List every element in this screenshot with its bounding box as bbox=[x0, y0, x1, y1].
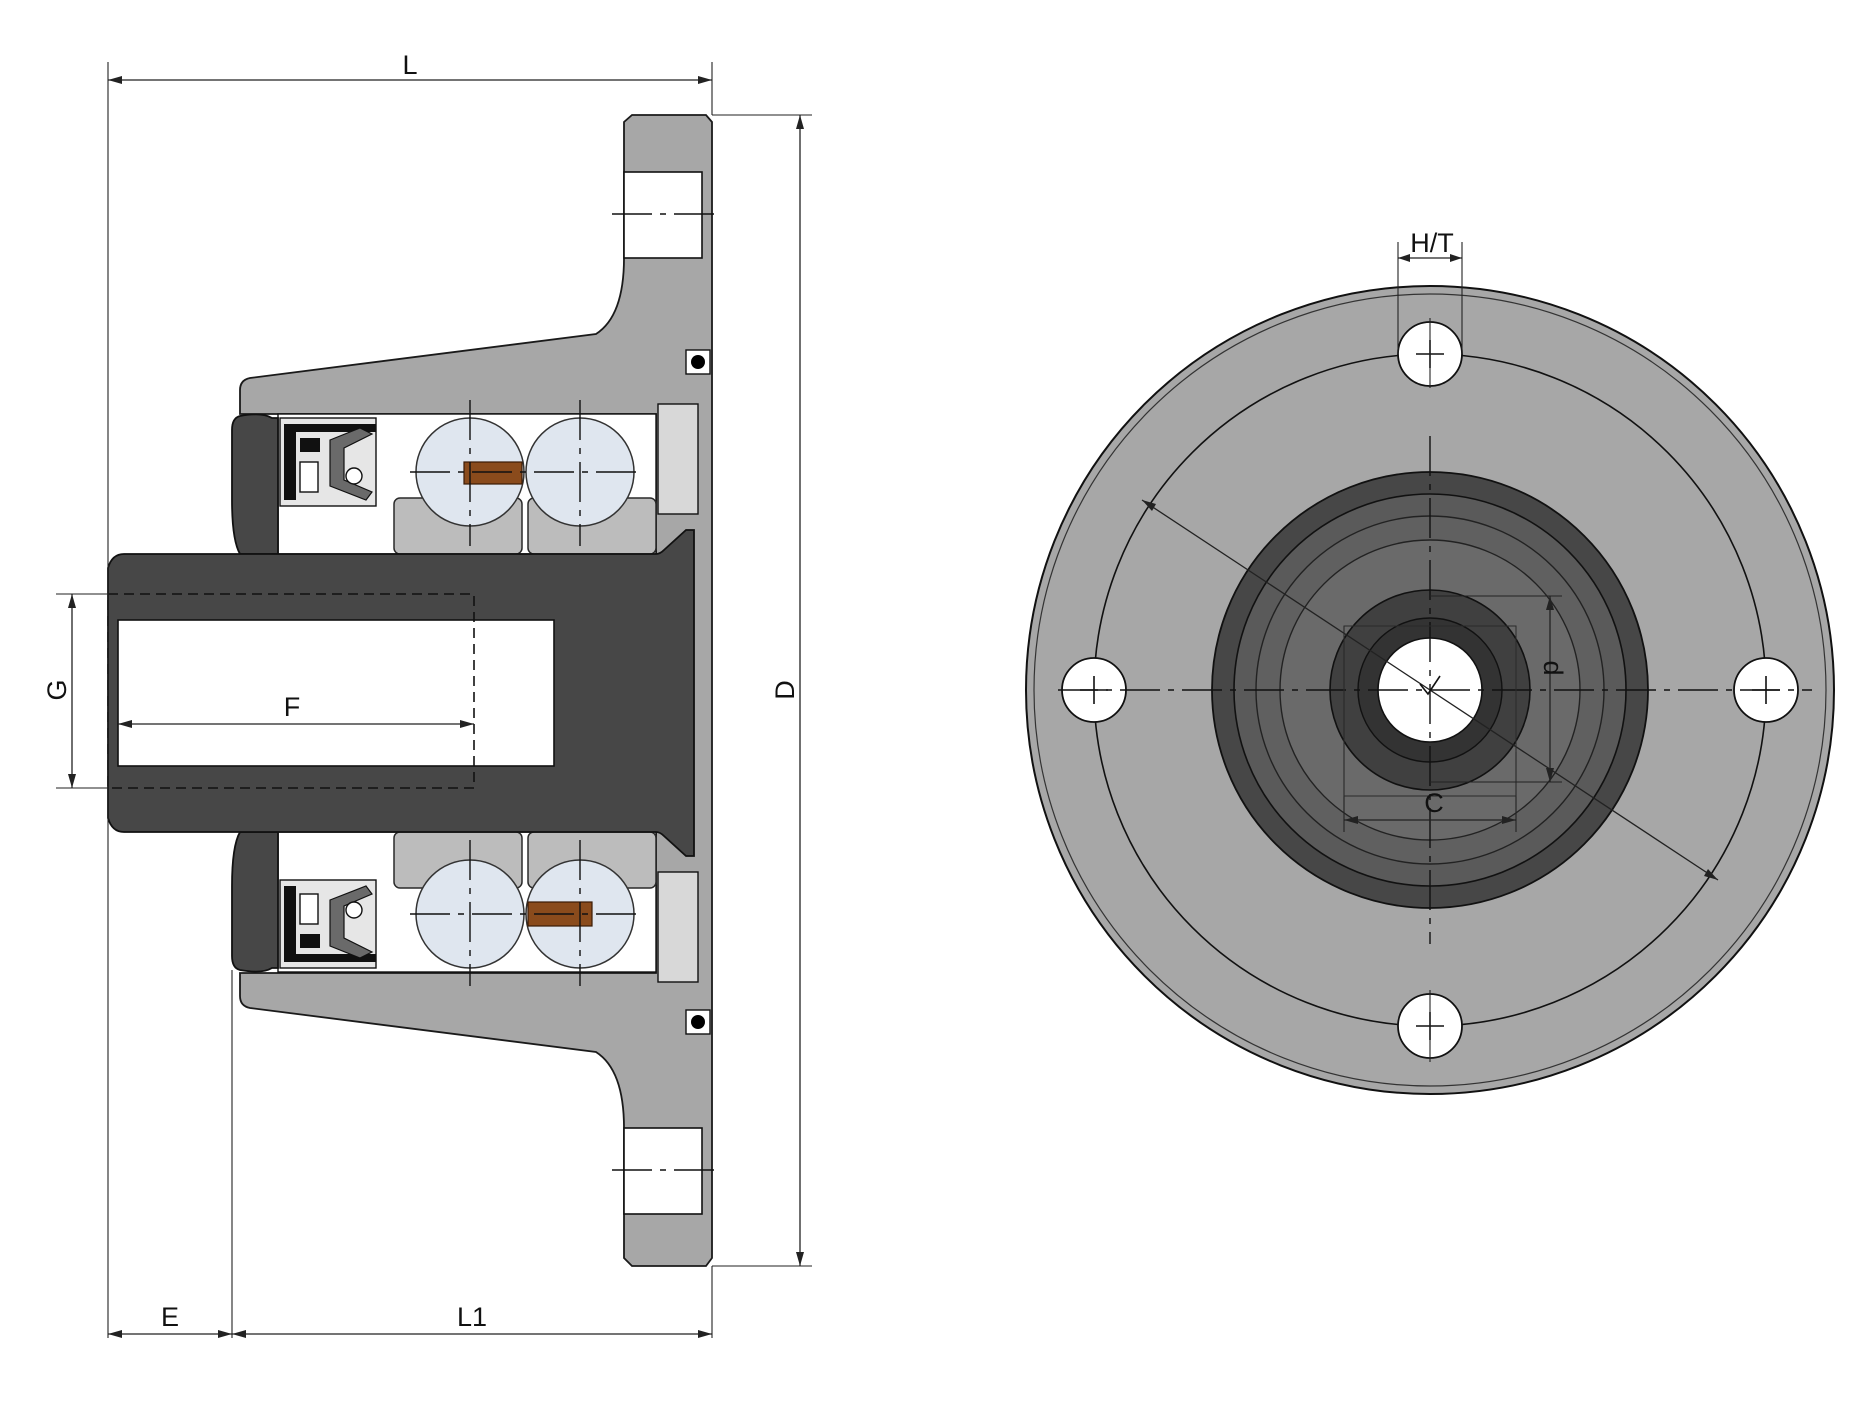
dimension-L1: L1 bbox=[232, 1302, 712, 1338]
bearing-upper bbox=[393, 400, 657, 555]
flange-bolt-hole-lower bbox=[623, 1127, 703, 1215]
front-view: C d H/T bbox=[1025, 228, 1835, 1095]
seal-upper bbox=[279, 417, 377, 507]
dimension-G: G bbox=[42, 594, 76, 788]
side-section-view: L D G F E L1 bbox=[42, 50, 812, 1338]
svg-text:G: G bbox=[42, 679, 72, 700]
svg-text:L1: L1 bbox=[457, 1302, 487, 1332]
snap-ring-upper bbox=[657, 403, 699, 515]
dimension-HT: H/T bbox=[1397, 228, 1463, 354]
housing-body bbox=[239, 114, 713, 1267]
threaded-bore bbox=[117, 619, 555, 767]
flange-edge-chamfer bbox=[1033, 293, 1827, 1087]
dimension-C: C bbox=[1343, 625, 1517, 832]
svg-text:F: F bbox=[284, 692, 301, 722]
dimension-D: D bbox=[770, 115, 804, 1266]
dimension-d: d bbox=[1430, 595, 1568, 783]
snap-ring-lower bbox=[657, 871, 699, 983]
oring-upper-dot bbox=[691, 355, 705, 369]
bearing-lower bbox=[393, 831, 657, 986]
svg-text:H/T: H/T bbox=[1410, 228, 1454, 258]
seal-carrier-upper bbox=[231, 413, 279, 555]
center-mark bbox=[1419, 675, 1441, 696]
svg-text:D: D bbox=[770, 680, 800, 700]
svg-text:d: d bbox=[1538, 660, 1568, 675]
svg-text:L: L bbox=[402, 50, 417, 80]
dimension-L: L bbox=[108, 50, 712, 84]
flange-bolt-hole-upper bbox=[623, 171, 703, 259]
thread-major-outline bbox=[107, 593, 475, 789]
seal-carrier-lower bbox=[231, 831, 279, 973]
dimension-E: E bbox=[108, 1302, 232, 1338]
svg-text:E: E bbox=[161, 1302, 179, 1332]
seal-lower bbox=[279, 879, 377, 969]
dimension-F: F bbox=[118, 692, 474, 728]
svg-text:C: C bbox=[1424, 788, 1444, 818]
oring-lower-dot bbox=[691, 1015, 705, 1029]
